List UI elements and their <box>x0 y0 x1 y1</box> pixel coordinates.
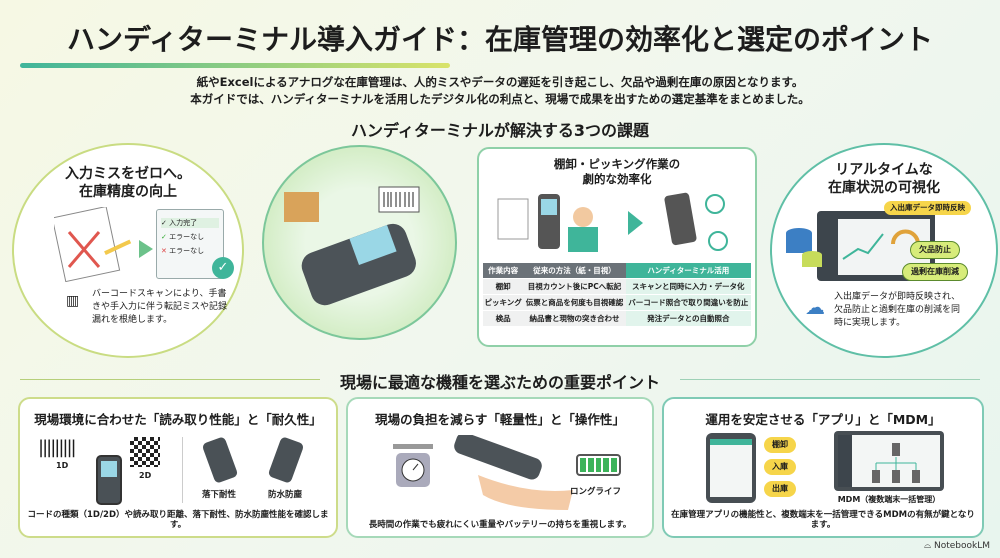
mdm-label: MDM（複数端末一括管理） <box>837 495 941 504</box>
title-line: 在庫状況の可視化 <box>828 180 940 196</box>
comparison-table: 作業内容従来の方法（紙・目視）ハンディターミナル活用 棚卸目視カウント後にPCへ… <box>483 263 751 327</box>
label-long-life: ロングライフ <box>570 487 622 497</box>
handheld-scanner-illustration <box>262 145 457 340</box>
brand-icon: ⌓ <box>923 541 934 551</box>
check-label: エラーなし <box>169 233 205 241</box>
table-header-row: 作業内容従来の方法（紙・目視）ハンディターミナル活用 <box>483 263 751 279</box>
tag-overstock-reduction: 過剰在庫削減 <box>902 263 968 281</box>
database-icon <box>786 228 822 267</box>
table-row: ピッキング伝票と商品を何度も目視確認バーコード照合で取り間違いを防止 <box>483 294 751 311</box>
table-cell: ピッキング <box>483 294 524 311</box>
arrow-right-icon <box>628 211 643 235</box>
label-drop: 落下耐性 <box>202 490 237 500</box>
divider <box>680 379 980 380</box>
column-header: 作業内容 <box>483 263 524 279</box>
title-line: リアルタイムな <box>835 162 933 178</box>
mdm-console-icon <box>834 431 944 491</box>
challenge-input-accuracy: 入力ミスをゼロへ。在庫精度の向上 ✓ 入力完了 ✓ エラーなし ✕ エラーなし … <box>12 143 244 358</box>
challenge-efficiency-card: 棚卸・ピッキング作業の劇的な効率化 作業内容従来の方法（紙・目視）ハンディターミ… <box>477 147 757 347</box>
tag-stockout-prevention: 欠品防止 <box>910 241 960 259</box>
point-card-ergonomics: 現場の負担を減らす「軽量性」と「操作性」 ロングライフ 長時間の作業でも疲れにく… <box>346 397 654 538</box>
qr-code-icon <box>130 437 160 467</box>
column-header: 従来の方法（紙・目視） <box>523 263 626 279</box>
challenge-title: リアルタイムな在庫状況の可視化 <box>772 161 996 197</box>
barcode-1d-icon: ||||||||| <box>38 437 77 458</box>
hand-holding-terminal-icon <box>454 435 573 510</box>
table-cell: 発注データとの自動照合 <box>625 310 751 327</box>
card-description: 在庫管理アプリの機能性と、複数端末を一括管理できるMDMの有無が鍵となります。 <box>671 510 975 530</box>
card-title: 運用を安定させる「アプリ」と「MDM」 <box>705 412 941 427</box>
card-description: 長時間の作業でも疲れにくい重量やバッテリーの持ちを重視します。 <box>368 520 632 530</box>
challenge-description: 入出庫データが即時反映され、欠品防止と過剰在庫の削減を同時に実現します。 <box>834 292 961 328</box>
cloud-icon: ☁ <box>805 295 825 319</box>
tablet-app-icon <box>706 433 756 503</box>
check-item: ✓ 入力完了 <box>161 218 219 228</box>
table-row: 棚卸目視カウント後にPCへ転記スキャンと同時に入力・データ化 <box>483 278 751 295</box>
challenge-title: 棚卸・ピッキング作業の劇的な効率化 <box>479 157 755 187</box>
handheld-terminal-icon <box>96 455 122 505</box>
label-1d: 1D <box>56 461 69 470</box>
card-title: 現場環境に合わせた「読み取り性能」と「耐久性」 <box>34 412 322 427</box>
table-cell: スキャンと同時に入力・データ化 <box>625 278 751 295</box>
section-heading-challenges: ハンディターミナルが解決する3つの課題 <box>350 121 649 140</box>
divider <box>182 437 183 503</box>
table-row: 検品納品書と現物の突き合わせ発注データとの自動照合 <box>483 310 751 327</box>
table-cell: 検品 <box>483 310 524 327</box>
challenge-visibility: リアルタイムな在庫状況の可視化 入出庫データ即時反映 欠品防止 過剰在庫削減 ☁… <box>770 143 998 358</box>
label-waterproof: 防水防塵 <box>268 490 303 500</box>
app-feature-tag: 入庫 <box>764 459 796 475</box>
table-cell: 棚卸 <box>483 278 524 295</box>
point-card-durability: 現場環境に合わせた「読み取り性能」と「耐久性」 ||||||||| 1D 2D … <box>18 397 338 538</box>
challenge-description: バーコードスキャンにより、手書きや手入力に伴う転記ミスや記録漏れを根絶します。 <box>92 289 228 325</box>
title-line: 劇的な効率化 <box>582 172 652 186</box>
box-icon <box>284 192 319 222</box>
card-title: 現場の負担を減らす「軽量性」と「操作性」 <box>375 412 625 427</box>
arrow-right-icon <box>139 240 153 258</box>
section-heading-selection: 現場に最適な機種を選ぶための重要ポイント <box>339 373 660 392</box>
realtime-callout: 入出庫データ即時反映 <box>884 201 971 215</box>
waterproof-device-icon <box>267 436 305 484</box>
intro-line-1: 紙やExcelによるアナログな在庫管理は、人的ミスやデータの遅延を引き起こし、欠… <box>196 75 804 89</box>
success-check-icon: ✓ <box>212 257 234 279</box>
table-cell: 伝票と商品を何度も目視確認 <box>523 294 626 311</box>
drop-device-icon <box>201 436 239 484</box>
check-label: エラーなし <box>169 247 205 255</box>
battery-full-icon <box>576 454 621 476</box>
title-line: 入力ミスをゼロへ。 <box>65 166 191 182</box>
brand-label: NotebookLM <box>933 541 990 551</box>
worker-scanning-illustration <box>497 192 728 252</box>
title-underline <box>20 63 450 68</box>
barcode-scan-icon: ▥ <box>66 293 80 309</box>
title-line: 棚卸・ピッキング作業の <box>553 157 681 171</box>
intro-line-2: 本ガイドでは、ハンディターミナルを活用したデジタル化の利点と、現場で成果を出すた… <box>190 92 810 106</box>
check-item: ✓ エラーなし <box>161 233 205 241</box>
check-label: 入力完了 <box>169 219 198 227</box>
checklist-window: ✓ 入力完了 ✓ エラーなし ✕ エラーなし <box>156 209 224 279</box>
app-feature-tag: 棚卸 <box>764 437 796 453</box>
handheld-terminal-icon <box>284 186 420 306</box>
title-line: 在庫精度の向上 <box>79 184 177 200</box>
label-2d: 2D <box>139 471 152 480</box>
divider <box>20 379 320 380</box>
paper-form-icon <box>54 207 132 282</box>
table-cell: バーコード照合で取り間違いを防止 <box>625 294 751 311</box>
notebooklm-logo: ⌓ NotebookLM <box>924 541 990 551</box>
table-cell: 目視カウント後にPCへ転記 <box>523 278 626 295</box>
scale-icon <box>393 444 433 487</box>
check-item: ✕ エラーなし <box>161 247 205 255</box>
app-feature-tag: 出庫 <box>764 481 796 497</box>
card-description: コードの種類（1D/2D）や読み取り距離、落下耐性、防水防塵性能を確認します。 <box>27 510 329 530</box>
page-title: ハンディターミナル導入ガイド：在庫管理の効率化と選定のポイント <box>66 23 934 56</box>
table-cell: 納品書と現物の突き合わせ <box>523 310 626 327</box>
challenge-title: 入力ミスをゼロへ。在庫精度の向上 <box>14 165 242 201</box>
point-card-app-mdm: 運用を安定させる「アプリ」と「MDM」 棚卸 入庫 出庫 MDM（複数端末一括管… <box>662 397 984 538</box>
column-header: ハンディターミナル活用 <box>625 263 751 279</box>
